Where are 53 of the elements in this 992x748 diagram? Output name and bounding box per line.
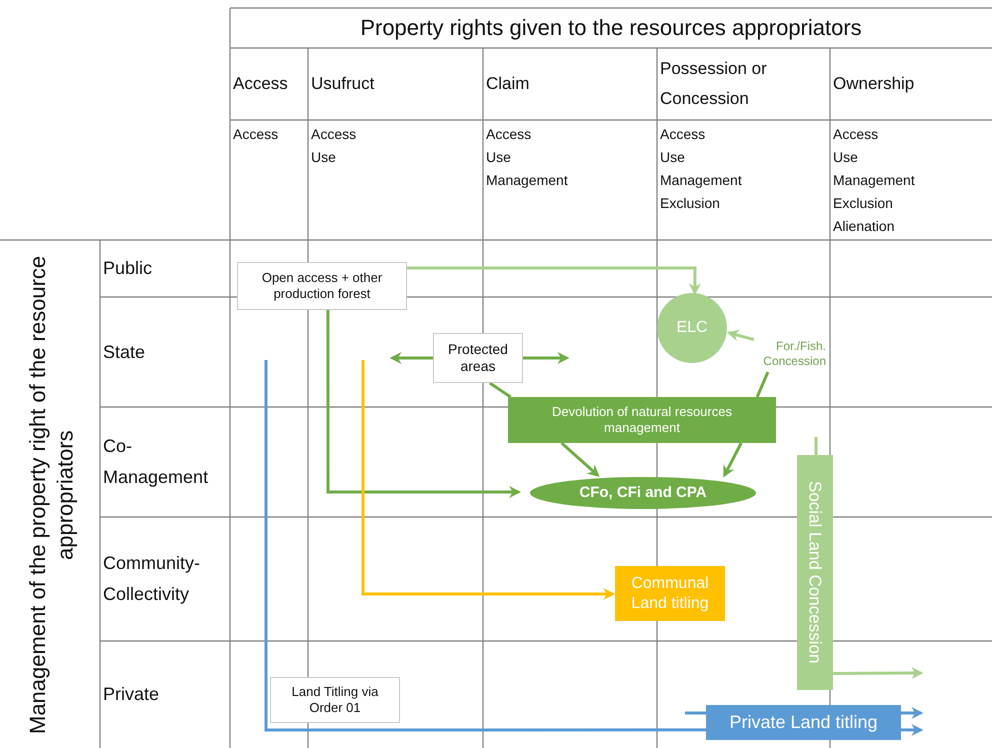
process-box: Communal Land titling [615,566,725,621]
table-cell: Access [660,126,706,144]
table-cell: Access [233,126,278,144]
vertical-bar: Social Land Concession [797,455,833,690]
table-cell: Management [660,172,742,190]
process-box: Private Land titling [706,705,901,740]
connector-line [488,382,512,398]
table-cell: Exclusion [833,195,893,213]
column-header: Access [233,73,288,96]
text-box: Land Titling via Order 01 [270,677,400,723]
ellipse-node: CFo, CFi and CPA [530,477,756,509]
arrow [362,360,616,600]
arrow [723,442,743,478]
row-header: Public [103,257,152,280]
text-box: Protected areas [433,333,523,383]
column-header: Possession or Concession [660,58,768,110]
table-cell: Access [833,126,878,144]
table-cell: Access [486,126,532,144]
table-cell: Use [833,149,858,167]
table-cell: Use [660,149,685,167]
table-cell: Management [833,172,915,190]
column-header: Usufruct [311,73,374,96]
process-box: Devolution of natural resources management [508,397,776,443]
column-header: Ownership [833,73,914,96]
arrow [832,667,924,680]
arrow [407,266,701,296]
row-header: Private [103,683,160,706]
table-cell: Use [486,149,511,167]
table-cell: Management [486,172,568,190]
axis-label: Management of the property right of the resource appropriators [24,254,78,736]
node-text: For./Fish. Concession [756,336,826,372]
connector-line [756,371,770,398]
circle-node: ELC [657,293,727,363]
connector-line [685,712,706,714]
arrow [901,724,924,736]
table-title: Property rights given to the resources appropriators [360,14,862,42]
arrow [523,352,570,364]
column-header: Claim [486,73,530,96]
connector-line [264,360,706,732]
arrow [326,310,522,498]
arrow [560,442,600,477]
table-cell: Access [311,126,356,144]
row-header: State [103,340,146,364]
table-cell: Alienation [833,218,894,236]
arrow [390,352,433,364]
text-box: Open access + other production forest [237,262,407,310]
row-header: Co-Management [103,435,210,489]
row-header: Community-Collectivity [103,552,202,606]
arrow [726,330,754,342]
connector-line [814,436,818,456]
arrow [901,707,924,719]
table-cell: Exclusion [660,195,720,213]
table-cell: Use [311,149,336,167]
